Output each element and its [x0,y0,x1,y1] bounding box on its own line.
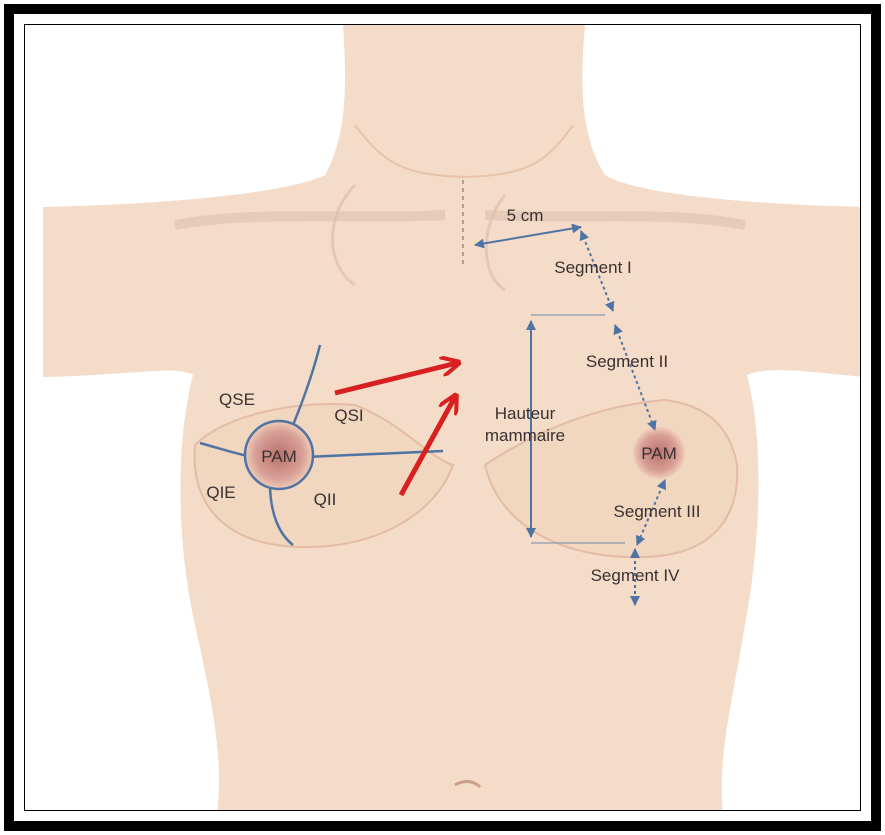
illustration-area: PAM QSE QSI QIE QII 5 cm PAM Haut [24,24,861,811]
torso-silhouette [43,25,861,811]
qie-label: QIE [206,483,235,502]
height-label-line2: mammaire [485,426,565,445]
segment-1-label: Segment I [554,258,632,277]
segment-3-label: Segment III [614,502,701,521]
breast-anatomy-diagram: PAM QSE QSI QIE QII 5 cm PAM Haut [25,25,861,811]
qii-label: QII [314,490,337,509]
height-label-line1: Hauteur [495,404,556,423]
distance-label: 5 cm [507,206,544,225]
segment-4-label: Segment IV [591,566,680,585]
segment-2-label: Segment II [586,352,668,371]
image-frame: PAM QSE QSI QIE QII 5 cm PAM Haut [4,4,881,831]
right-pam-label: PAM [261,447,297,466]
qse-label: QSE [219,390,255,409]
qsi-label: QSI [334,406,363,425]
left-pam-label: PAM [641,444,677,463]
